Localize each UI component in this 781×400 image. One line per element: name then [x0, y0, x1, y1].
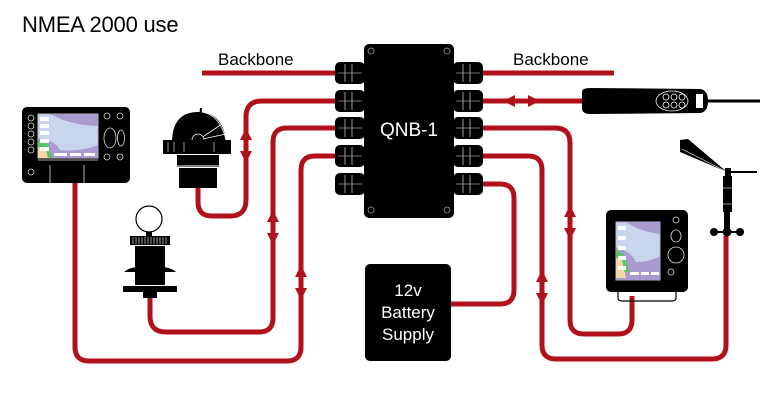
- drop-cable-chartplotter-left: [72, 153, 335, 364]
- psu-label-line-2: Battery: [381, 303, 435, 322]
- drop-cable-chartplotter-right: [482, 125, 635, 337]
- compass-sensor-icon: [163, 107, 231, 188]
- power-cable: [450, 181, 517, 307]
- psu-label-line-3: Supply: [382, 325, 434, 344]
- backbone-label-left: Backbone: [218, 50, 294, 69]
- transducer-icon: [123, 205, 177, 298]
- drop-cable-compass: [195, 98, 335, 219]
- qnb-1-hub: QNB-1: [334, 44, 484, 218]
- drop-cable-transducer: [147, 125, 335, 335]
- handheld-remote-icon: [582, 88, 760, 114]
- data-flow-arrows: [240, 95, 576, 305]
- backbone-label-right: Backbone: [513, 50, 589, 69]
- chartplotter-right-icon: [606, 210, 688, 302]
- battery-supply-box: 12v Battery Supply: [365, 264, 451, 361]
- drop-cable-wind-sensor: [482, 153, 729, 362]
- chartplotter-left-icon: [22, 107, 130, 183]
- hub-label: QNB-1: [380, 120, 438, 141]
- diagram-title: NMEA 2000 use: [22, 12, 179, 37]
- psu-label-line-1: 12v: [394, 281, 422, 300]
- wind-sensor-icon: [680, 139, 757, 237]
